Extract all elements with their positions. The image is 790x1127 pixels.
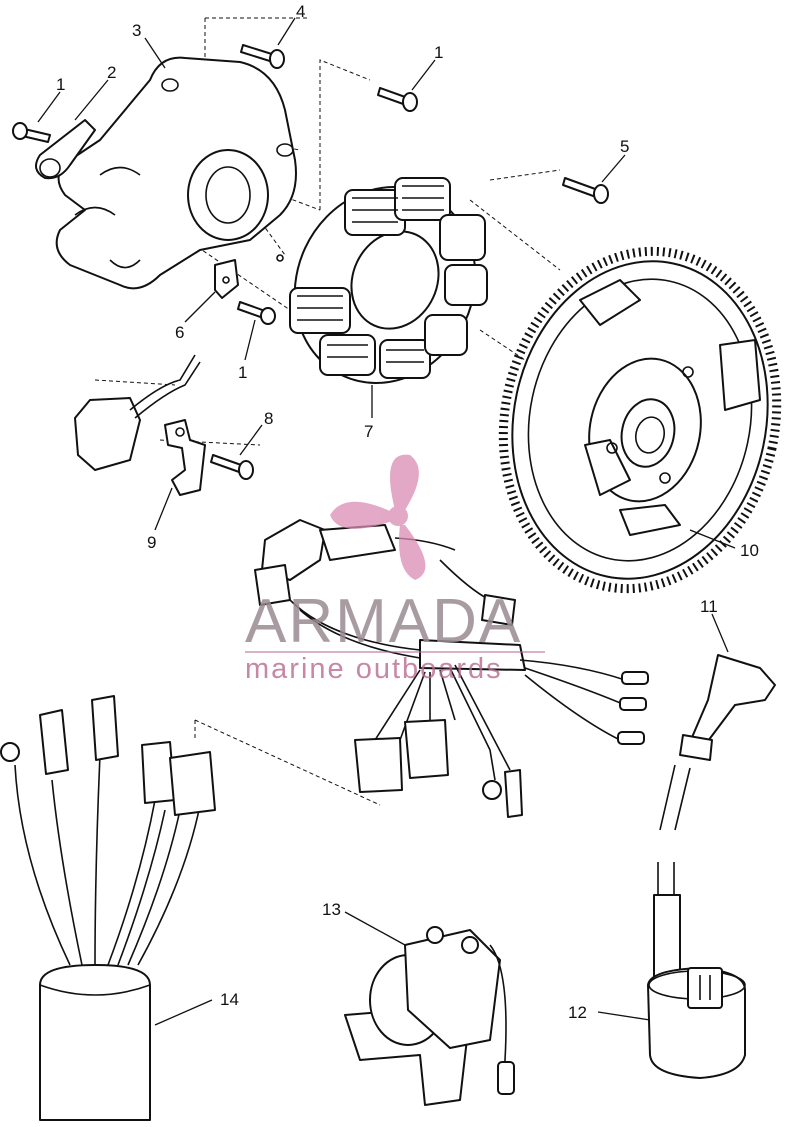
stator-coil-assembly (289, 177, 488, 384)
callout-7: 7 (364, 422, 373, 441)
watermark-tagline: marine outboards (245, 653, 503, 685)
callout-12: 12 (568, 1003, 587, 1022)
callout-1a: 1 (56, 75, 65, 94)
screw-part-1-left (12, 122, 51, 143)
callout-3: 3 (132, 21, 141, 40)
callout-5: 5 (620, 137, 629, 156)
callout-1b: 1 (434, 43, 443, 62)
screw-part-8 (210, 454, 254, 480)
armada-watermark: ARMADA marine outboards (245, 454, 545, 685)
propeller-logo-icon (330, 454, 426, 580)
screw-part-5 (562, 177, 609, 204)
callout-4: 4 (296, 2, 305, 21)
screw-part-1-top (377, 87, 418, 112)
screw-part-4 (240, 44, 285, 69)
wiring-harness (254, 519, 649, 818)
callout-6: 6 (175, 323, 184, 342)
callout-9: 9 (147, 533, 156, 552)
callout-13: 13 (322, 900, 341, 919)
screw-part-1-lower (237, 301, 276, 325)
callout-11: 11 (700, 597, 718, 616)
ignition-coil (647, 862, 746, 1079)
ignition-cap-bracket (74, 354, 206, 496)
callout-numbers: 4 3 2 1 1 5 6 1 8 7 9 10 11 13 14 12 (56, 2, 759, 1022)
watermark-brand: ARMADA (245, 587, 522, 656)
spark-plug-boot (659, 654, 776, 831)
callout-14: 14 (220, 990, 239, 1009)
stator-mounting-plate (55, 56, 297, 290)
callout-1c: 1 (238, 363, 247, 382)
flywheel (498, 246, 782, 594)
ground-bracket (214, 259, 239, 299)
callout-2: 2 (107, 63, 116, 82)
retaining-clip (35, 119, 96, 180)
regulator-rectifier (0, 695, 216, 1121)
callout-leaders (37, 17, 736, 1026)
callout-10: 10 (740, 541, 759, 560)
callout-8: 8 (264, 409, 273, 428)
starter-solenoid (344, 926, 515, 1106)
